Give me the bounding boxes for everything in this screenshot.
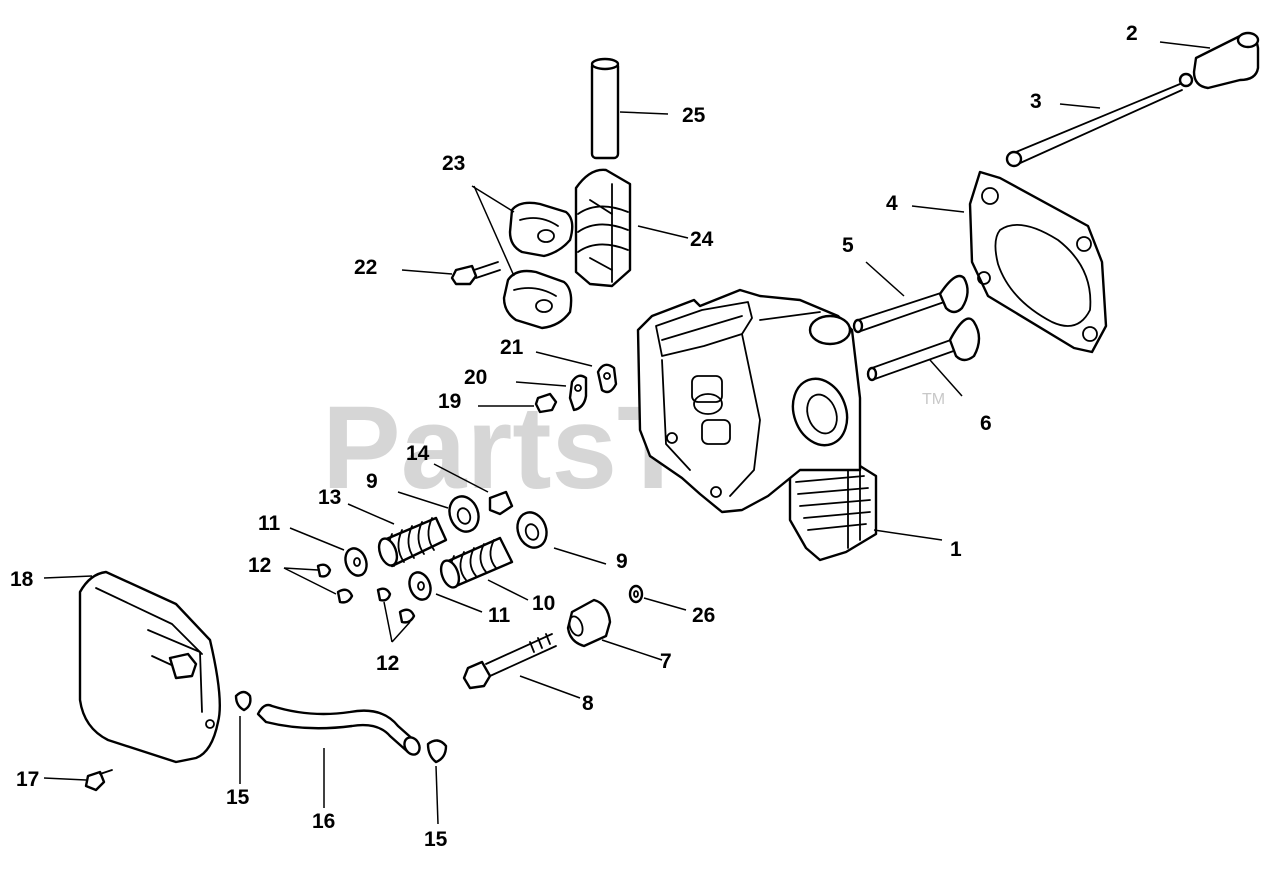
- callout-17: 17: [16, 768, 39, 791]
- part-3-push-rod[interactable]: [1005, 83, 1183, 168]
- part-14-valve-cap[interactable]: [488, 490, 514, 516]
- part-11-washer-upper[interactable]: [342, 545, 370, 578]
- part-23-rocker-arm-upper[interactable]: [508, 201, 574, 258]
- callout-26: 26: [692, 604, 715, 627]
- part-13-valve-spring[interactable]: [376, 516, 448, 568]
- callout-19: 19: [438, 390, 461, 413]
- callout-8: 8: [582, 692, 594, 715]
- part-17-screw[interactable]: [84, 769, 113, 792]
- callout-20: 20: [464, 366, 487, 389]
- part-7-spacer[interactable]: [566, 598, 612, 648]
- callout-9-lower: 9: [616, 550, 628, 573]
- part-26-washer[interactable]: [628, 584, 644, 604]
- callout-6: 6: [980, 412, 992, 435]
- callout-12-upper: 12: [248, 554, 271, 577]
- part-21-clip[interactable]: [596, 363, 618, 394]
- callout-25: 25: [682, 104, 706, 127]
- part-5-valve[interactable]: [852, 274, 969, 334]
- callout-10: 10: [532, 592, 555, 615]
- callout-11-upper: 11: [258, 512, 281, 535]
- callout-11-lower: 11: [488, 604, 511, 627]
- part-12-keepers-lower[interactable]: [376, 587, 416, 624]
- watermark-trademark: TM: [922, 391, 945, 408]
- part-22-bolt[interactable]: [450, 261, 501, 286]
- part-25-rocker-shaft[interactable]: [590, 57, 620, 160]
- callout-23: 23: [442, 152, 465, 175]
- part-8-head-bolt[interactable]: [462, 633, 557, 690]
- callout-3: 3: [1030, 90, 1042, 113]
- part-4-head-gasket[interactable]: [968, 170, 1108, 354]
- leader-lines: [43, 41, 1211, 825]
- callout-labels: 1 2 3 4 5 6 7 8 9 9 10 11 11 12 12 13 14…: [10, 22, 1138, 851]
- callout-7: 7: [660, 650, 672, 673]
- callout-2: 2: [1126, 22, 1138, 45]
- callout-21: 21: [500, 336, 524, 359]
- part-16-breather-hose[interactable]: [256, 703, 423, 757]
- part-10-valve-spring[interactable]: [438, 536, 514, 590]
- callout-16: 16: [312, 810, 335, 833]
- part-1-cylinder-head[interactable]: [636, 288, 878, 562]
- callout-4: 4: [886, 192, 898, 215]
- part-12-keepers-upper[interactable]: [316, 563, 354, 604]
- callout-18: 18: [10, 568, 34, 591]
- part-9-spring-cap-lower[interactable]: [513, 508, 552, 551]
- callout-13: 13: [318, 486, 341, 509]
- part-9-spring-cap-upper[interactable]: [445, 492, 484, 535]
- part-15-clamp-right[interactable]: [426, 739, 448, 764]
- part-24-rocker-bracket[interactable]: [574, 168, 632, 288]
- part-11-washer-lower[interactable]: [406, 569, 434, 602]
- callout-5: 5: [842, 234, 854, 257]
- part-6-valve[interactable]: [866, 317, 981, 382]
- part-2-cap[interactable]: [1178, 31, 1260, 90]
- callout-15-left: 15: [226, 786, 250, 809]
- callout-1: 1: [950, 538, 962, 561]
- callout-15-right: 15: [424, 828, 448, 851]
- part-18-rocker-cover[interactable]: [78, 570, 221, 764]
- part-23-rocker-arm-lower[interactable]: [502, 269, 573, 330]
- callout-22: 22: [354, 256, 377, 279]
- part-20-clip[interactable]: [568, 374, 588, 412]
- part-19-screw[interactable]: [534, 392, 558, 414]
- part-15-clamp-left[interactable]: [234, 690, 252, 712]
- callout-9-upper: 9: [366, 470, 378, 493]
- callout-12-lower: 12: [376, 652, 399, 675]
- callout-14: 14: [406, 442, 430, 465]
- callout-24: 24: [690, 228, 714, 251]
